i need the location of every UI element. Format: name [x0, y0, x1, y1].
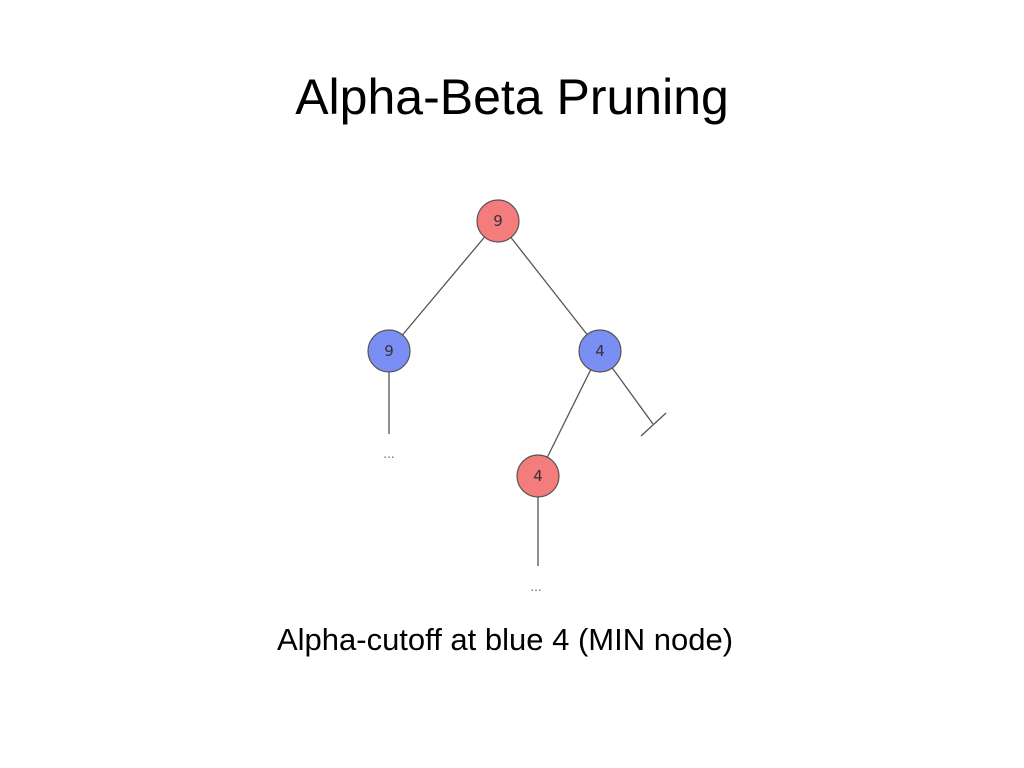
node-circle — [516, 454, 560, 498]
edge-root-left — [388, 220, 499, 352]
node-value: 9 — [493, 212, 503, 230]
ellipsis-right: ... — [530, 580, 541, 594]
tree-node-right-min: 4 — [578, 329, 622, 373]
node-value: 9 — [384, 342, 394, 360]
edge-right-child — [537, 350, 601, 477]
slide-caption: Alpha-cutoff at blue 4 (MIN node) — [276, 622, 734, 657]
prune-cutoff-mark — [640, 412, 667, 437]
node-value: 4 — [533, 467, 543, 485]
tree-node-right-max-child: 4 — [516, 454, 560, 498]
tree-node-left-min: 9 — [367, 329, 411, 373]
tree-node-root: 9 — [476, 199, 520, 243]
node-circle — [367, 329, 411, 373]
node-circle — [476, 199, 520, 243]
edge-root-right — [497, 220, 601, 352]
node-circle — [578, 329, 622, 373]
node-value: 4 — [595, 342, 605, 360]
slide-title: Alpha-Beta Pruning — [295, 69, 729, 125]
ellipsis-left: ... — [383, 447, 394, 461]
